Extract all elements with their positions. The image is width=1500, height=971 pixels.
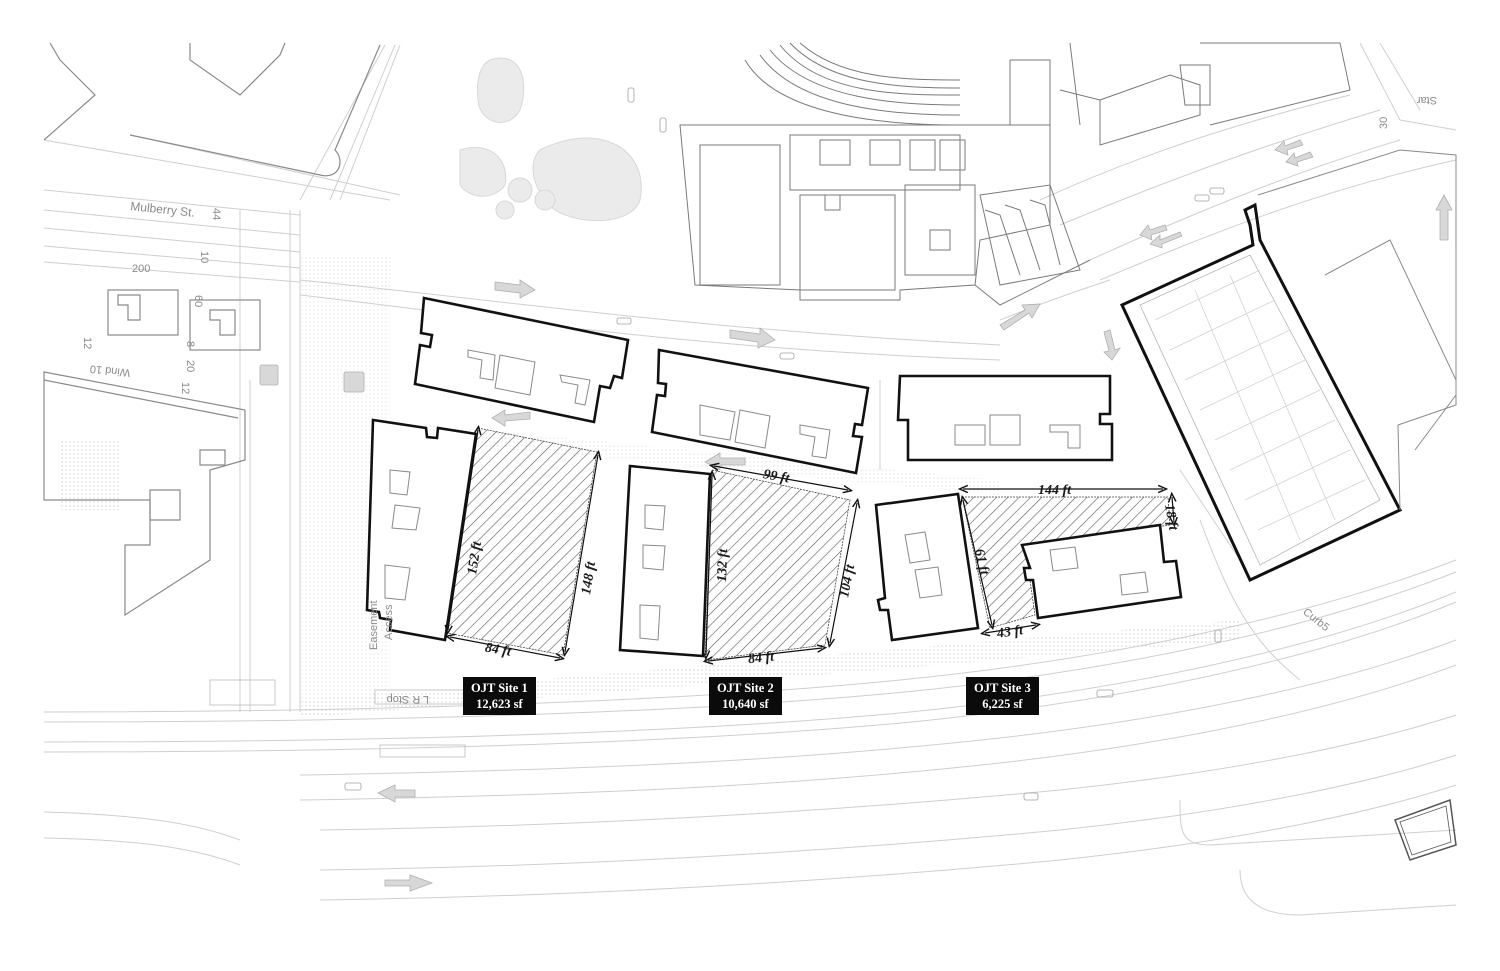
parking-structure	[1120, 149, 1457, 582]
dimension-lines	[448, 430, 1174, 661]
num-44: 44	[210, 208, 222, 220]
context-arena-complex	[679, 42, 1351, 306]
num-8: 8	[184, 341, 196, 347]
dim-site3-bottom: 43 ft	[995, 623, 1025, 642]
dim-site2-bottom: 84 ft	[747, 649, 776, 667]
num-10: 10	[198, 251, 210, 263]
context-cars	[344, 87, 1225, 801]
dimension-labels: 152 ft 148 ft 84 ft 99 ft 132 ft 104 ft …	[465, 467, 1180, 667]
dim-site1-left: 152 ft	[465, 540, 485, 576]
building-c	[896, 374, 1114, 462]
lr-stop-label: L R Stop	[387, 693, 429, 705]
dim-site3-right: 18 ft	[1161, 503, 1180, 532]
num-20: 20	[184, 360, 196, 372]
site-3-area	[961, 496, 1171, 629]
mulberry-st-label: Mulberry St.	[130, 199, 196, 220]
site-2-area: 10,640 sf	[722, 697, 769, 711]
dim-site3-top: 144 ft	[1038, 483, 1072, 498]
building-interiors	[384, 349, 1149, 641]
site-1-area: 12,623 sf	[476, 697, 523, 711]
num-12a: 12	[81, 337, 93, 349]
num-200: 200	[132, 263, 150, 275]
context-park	[459, 57, 642, 222]
site-3-area: 6,225 sf	[982, 697, 1023, 711]
traffic-arrows	[259, 139, 1453, 892]
dim-site3-left: 61 ft	[971, 548, 992, 578]
num-60: 60	[192, 295, 204, 307]
num-12b: 12	[179, 382, 191, 394]
dim-site1-bottom: 84 ft	[484, 641, 513, 660]
context-misc	[209, 679, 466, 758]
easement-label-1: Easement	[368, 600, 380, 650]
site-3-name: OJT Site 3	[974, 681, 1031, 695]
site-2-name: OJT Site 2	[717, 681, 774, 695]
wind-10-label: Wind 10	[89, 362, 130, 378]
building-site2	[618, 464, 712, 658]
street-labels: Mulberry St. Wind 10 Star Curb5 L R Stop…	[81, 94, 1437, 705]
site-2-label: OJT Site 2 10,640 sf	[709, 677, 782, 715]
num-30: 30	[1378, 117, 1390, 129]
site-areas	[446, 427, 1171, 661]
dim-site1-right: 148 ft	[579, 560, 599, 596]
dim-site2-left: 132 ft	[715, 547, 731, 582]
star-label: Star	[1416, 94, 1437, 106]
building-a	[413, 296, 630, 424]
easement-label-2: Access	[383, 604, 395, 640]
site-1-name: OJT Site 1	[471, 681, 528, 695]
site-1-label: OJT Site 1 12,623 sf	[463, 677, 536, 715]
context-building-bottom-right	[1394, 798, 1457, 861]
dim-site2-top: 99 ft	[762, 467, 791, 486]
dim-site2-right: 104 ft	[837, 562, 858, 598]
context-buildings-left	[43, 42, 381, 617]
site-3-label: OJT Site 3 6,225 sf	[966, 677, 1039, 715]
